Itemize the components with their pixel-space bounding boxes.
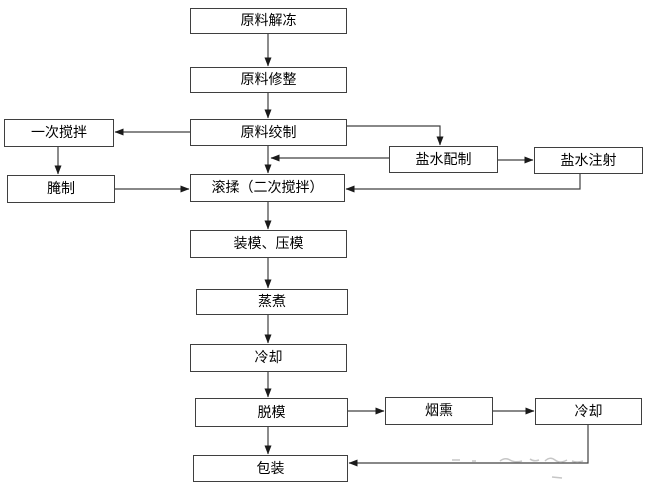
node-brine-prep: 盐水配制 xyxy=(389,146,498,173)
node-tumble: 滚揉（二次搅拌） xyxy=(190,174,345,202)
node-mix1: 一次搅拌 xyxy=(4,119,114,147)
node-cool2-label: 冷却 xyxy=(574,403,603,420)
node-thaw: 原料解冻 xyxy=(190,8,347,34)
node-steam: 蒸煮 xyxy=(196,289,348,315)
node-cool1-label: 冷却 xyxy=(254,350,283,366)
node-brine-prep-label: 盐水配制 xyxy=(415,151,472,168)
node-mix1-label: 一次搅拌 xyxy=(31,125,87,141)
node-trim-label: 原料修整 xyxy=(240,72,297,88)
node-pack: 包装 xyxy=(193,455,348,482)
node-cure: 腌制 xyxy=(7,175,115,203)
node-demold-label: 脱模 xyxy=(257,404,286,421)
node-cool2: 冷却 xyxy=(535,398,642,425)
node-cool1: 冷却 xyxy=(190,344,347,372)
node-trim: 原料修整 xyxy=(190,67,347,93)
node-smoke-label: 烟熏 xyxy=(425,403,453,419)
node-pack-label: 包装 xyxy=(256,460,285,477)
node-brine-inject-label: 盐水注射 xyxy=(560,152,617,169)
node-demold: 脱模 xyxy=(195,398,348,427)
connector-brine-inject-tumble xyxy=(345,174,581,193)
node-thaw-label: 原料解冻 xyxy=(240,13,297,29)
node-smoke: 烟熏 xyxy=(385,397,493,425)
node-steam-label: 蒸煮 xyxy=(258,294,286,310)
node-grind: 原料绞制 xyxy=(190,119,347,146)
node-cure-label: 腌制 xyxy=(47,181,75,197)
node-tumble-label: 滚揉（二次搅拌） xyxy=(211,180,324,196)
connector-grind-brine-prep xyxy=(347,125,444,146)
connector-cool2-pack xyxy=(348,425,589,467)
watermark xyxy=(452,457,584,479)
node-mold-label: 装模、压模 xyxy=(233,236,304,252)
node-grind-label: 原料绞制 xyxy=(240,124,297,141)
node-brine-inject: 盐水注射 xyxy=(534,147,643,174)
node-mold: 装模、压模 xyxy=(190,230,347,258)
